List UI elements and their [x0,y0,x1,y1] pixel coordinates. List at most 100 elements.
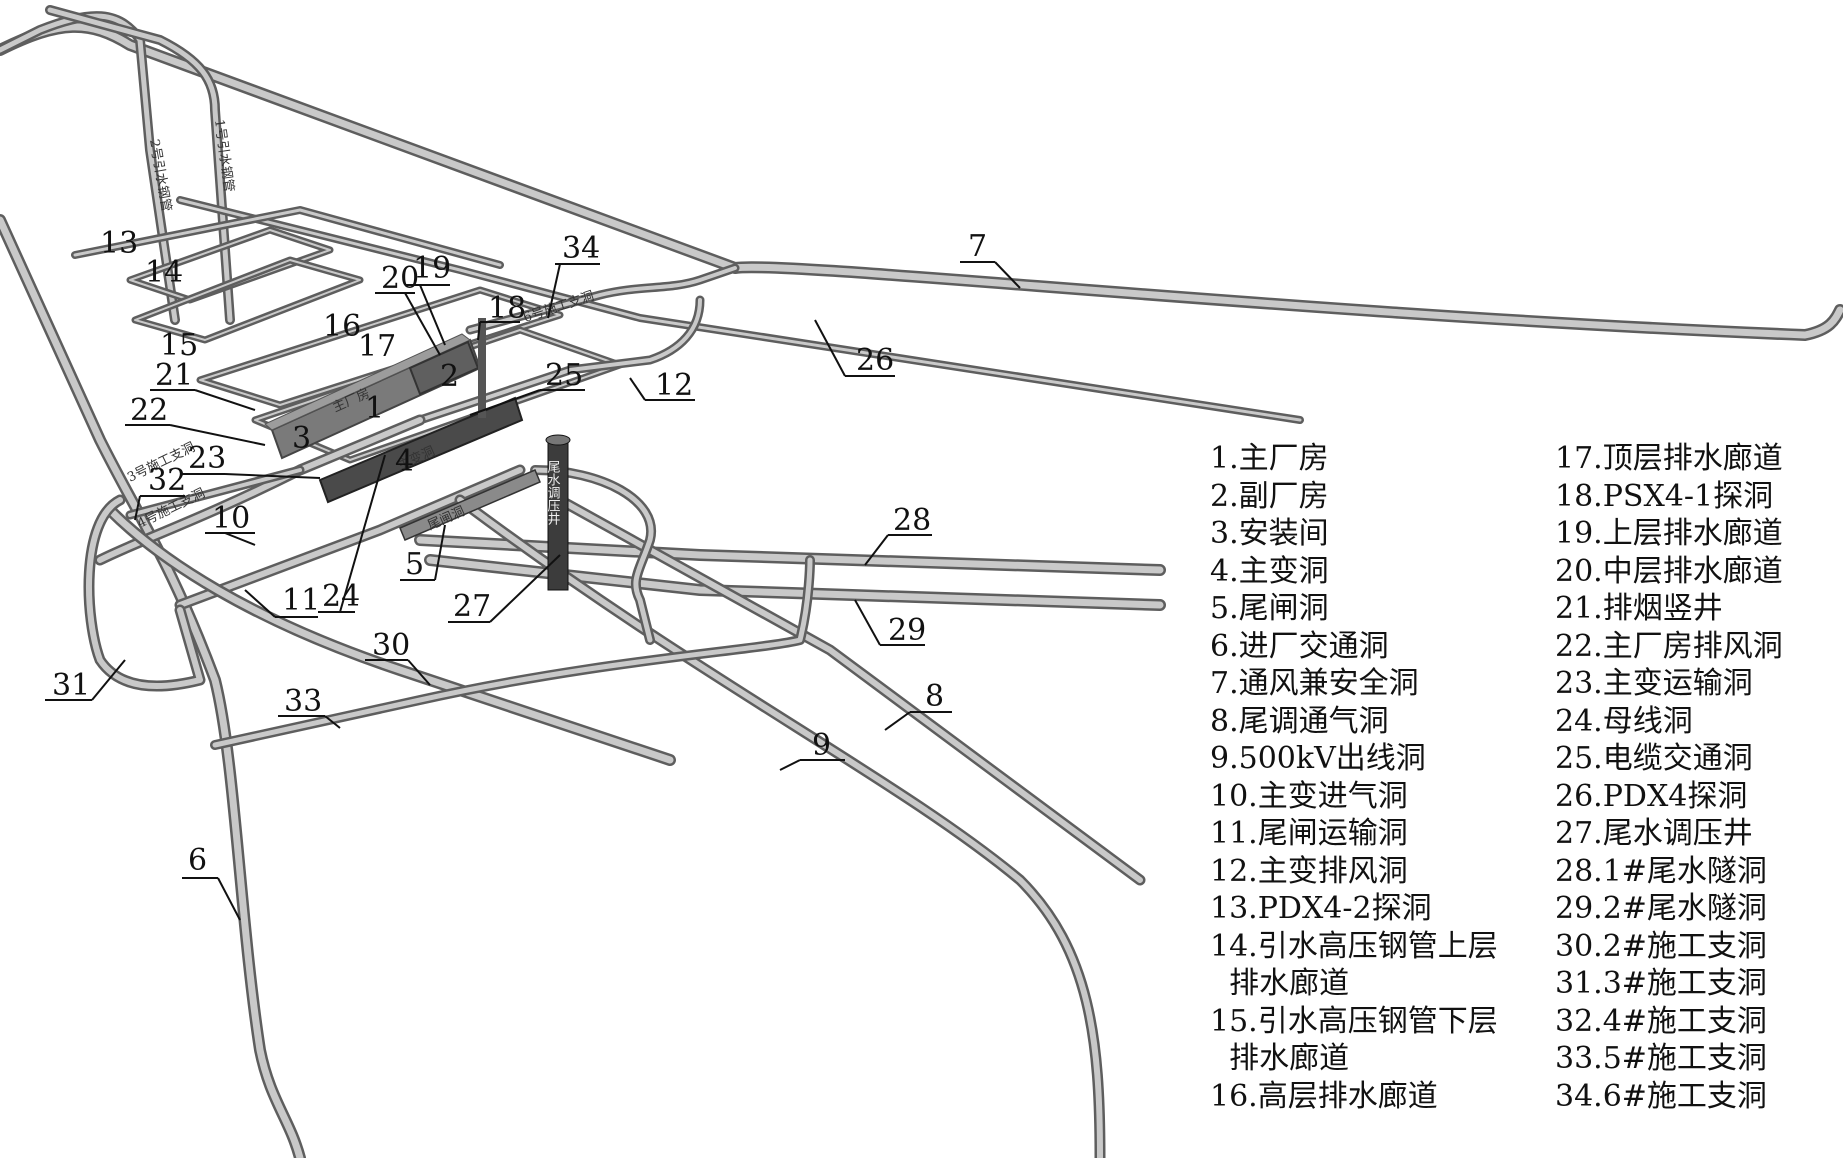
callout-number: 22 [130,393,168,428]
cavern-group: 主厂房 主变洞 尾闸洞 尾水调压井 6号施工支洞 3号施工支洞 4号施工支洞 2… [125,118,596,591]
adit3 [83,494,206,692]
legend-item: 28.1#尾水隧洞 [1555,853,1767,889]
callout-leader [469,389,541,416]
callout-number: 11 [282,583,320,618]
callout-number: 2 [440,359,459,394]
legend-item: 2.副厂房 [1210,478,1329,514]
callout-number: 20 [381,261,419,296]
callout-26: 26 [814,319,895,378]
legend-item: 32.4#施工支洞 [1555,1003,1767,1039]
callout-leader [854,599,881,646]
callout-number: 15 [160,328,198,363]
callout-number: 7 [968,229,987,264]
callout-number: 4 [395,444,414,479]
legend-item: 7.通风兼安全洞 [1210,666,1419,701]
adit4 [125,465,305,520]
tailrace-gate-cavern [399,469,541,541]
access-tunnel [0,214,306,1158]
callout-number: 26 [856,343,894,378]
callout-leader [994,261,1021,289]
drainage-grid-1-fill [129,229,331,301]
legend-item: 6.进厂交通洞 [1210,628,1389,664]
drainage-grid-3-fill [199,289,561,406]
legend-item: 34.6#施工支洞 [1555,1078,1767,1114]
legend-item: 1.主厂房 [1210,441,1329,476]
callout-number: 24 [322,579,360,614]
callout-leader [814,319,846,377]
callout-leader [489,554,561,623]
callout-25: 25 [469,358,585,416]
callout-14: 14 [145,255,183,290]
callout-19: 19 [405,251,451,346]
adit5-fill [212,557,813,748]
adit4-fill [128,468,302,517]
adit2-fill [106,506,674,764]
legend-item: 17.顶层排水廊道 [1555,441,1783,476]
callout-leader [884,711,911,731]
callout-number: 1 [365,391,384,426]
callout-1: 1 [365,391,384,426]
legend-item: 4.主变洞 [1210,553,1329,589]
callout-leader [547,263,561,319]
callout-number: 30 [372,628,410,663]
bend-loop-fill [532,467,654,643]
adit5 [210,555,815,750]
callout-number: 3 [292,421,311,456]
transformer-cavern [318,396,524,504]
adit6 [465,263,740,335]
legend-item: 排水廊道 [1210,1041,1350,1076]
callout-number: 32 [148,463,186,498]
legend-item: 19.上层排水廊道 [1555,516,1783,551]
legend-item: 13.PDX4-2探洞 [1210,891,1432,926]
pipe-gallery-a-fill [0,13,178,323]
legend-item: 5.尾闸洞 [1210,591,1329,626]
pipe-gallery-a [0,11,180,325]
access-tunnel-fill [0,216,304,1158]
exploration-shaft-18 [478,318,486,418]
callout-leader [404,292,441,356]
tailrace-tunnel-2 [424,554,1166,611]
legend-item: 18.PSX4-1探洞 [1555,478,1774,514]
callout-22: 22 [125,393,266,446]
exploration-pdx4 [176,196,1304,424]
callout-leader [434,524,446,581]
callout-leader [194,389,256,411]
callout-leader [224,473,321,479]
legend-item: 23.主变运输洞 [1555,666,1753,701]
callout-number: 12 [655,368,693,403]
callout-number: 6 [188,843,207,878]
callout-leader [477,321,481,341]
callout-21: 21 [150,358,256,411]
callout-leader [134,495,141,521]
callout-2: 2 [440,359,459,394]
legend-item: 8.尾调通气洞 [1210,703,1389,739]
drainage-grid-2-fill [134,259,361,341]
callout-number: 14 [145,255,183,290]
callout-28: 28 [864,503,932,566]
callout-number: 27 [453,589,491,624]
callout-number: 10 [212,501,250,536]
legend-item: 29.2#尾水隧洞 [1555,891,1767,926]
drainage-grid-1 [126,226,334,304]
adit2 [104,504,676,766]
callout-leader [224,532,256,546]
legend-item: 15.引水高压钢管下层 [1210,1003,1498,1039]
exploration-pdx4-fill [178,198,1302,422]
callout-number: 25 [545,358,583,393]
callout-leader [339,454,386,613]
legend-item: 3.安装间 [1210,516,1329,551]
callout-number: 34 [562,231,600,266]
pdx4-2-fill [73,208,502,267]
callout-leader [864,534,889,566]
legend-item: 20.中层排水廊道 [1555,553,1783,589]
callout-number: 21 [155,358,193,393]
callout-8: 8 [884,679,952,731]
callout-24: 24 [318,454,386,614]
drainage-grid-2 [131,256,364,344]
legend-item: 27.尾水调压井 [1555,816,1753,851]
callout-6: 6 [182,843,241,921]
callout-34: 34 [547,231,600,319]
callout-13: 13 [100,226,138,261]
